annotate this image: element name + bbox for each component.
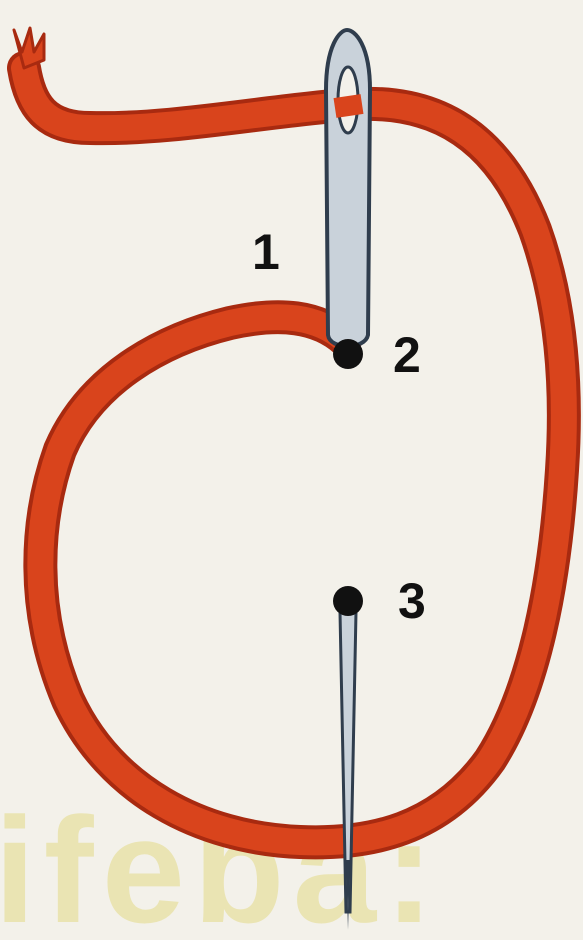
- step-label-1: 1: [252, 227, 280, 277]
- thread-path: [24, 68, 564, 842]
- thread-through-eye: [335, 104, 362, 108]
- upper-needle: [326, 30, 370, 346]
- thread: [14, 28, 564, 842]
- stitch-point-2: [333, 339, 363, 369]
- stitch-point-3: [333, 586, 363, 616]
- step-label-2: 2: [393, 330, 421, 380]
- thread-path-highlight: [24, 68, 564, 842]
- lower-needle: [340, 612, 356, 930]
- step-label-3: 3: [398, 576, 426, 626]
